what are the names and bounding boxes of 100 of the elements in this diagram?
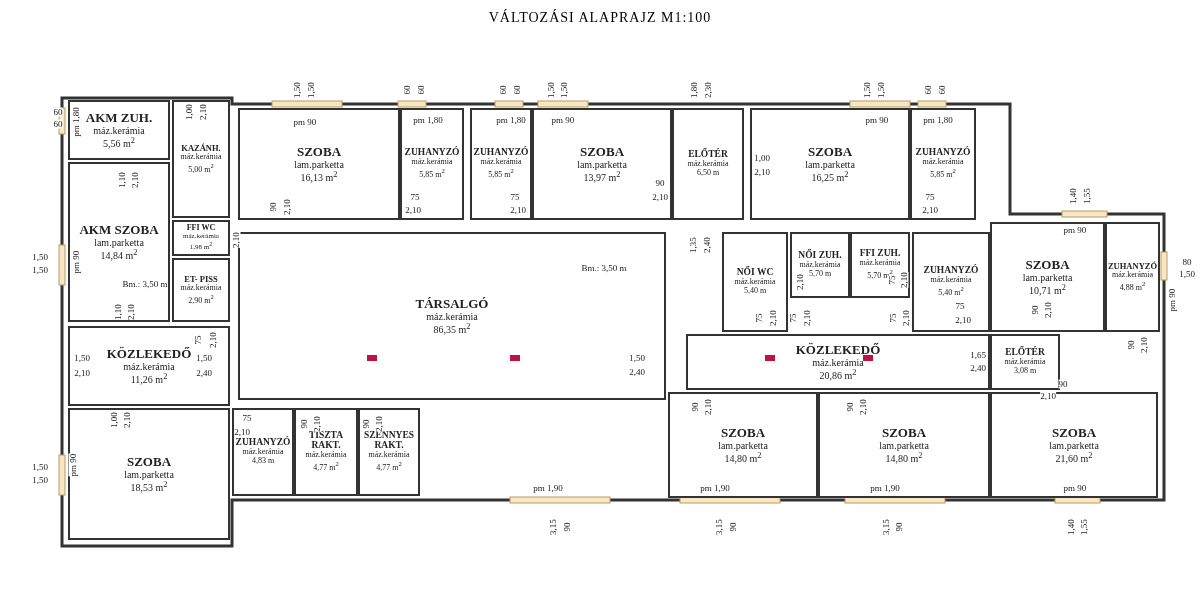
room <box>686 334 990 390</box>
dimension-label: 3,15 <box>714 519 724 535</box>
room <box>672 108 744 220</box>
dimension-label: pm 90 <box>865 115 889 125</box>
dimension-label: 2,10 <box>130 172 140 188</box>
room-area: 13,97 m$^{2}$ <box>583 169 621 183</box>
dimension-label: 75 <box>754 313 764 323</box>
floor-material: máz.kerámia <box>368 451 410 461</box>
room <box>68 162 170 322</box>
room <box>850 232 910 298</box>
room-area: 21,60 m$^{2}$ <box>1055 450 1093 464</box>
floor-material: máz.kerámia <box>305 451 347 461</box>
room-name: FFI ZUH. <box>859 249 901 259</box>
room-name: SZOBA <box>807 145 853 159</box>
room-name: KAZÁNH. <box>181 143 221 153</box>
dimension-label: Bm.: 3,50 m <box>122 279 168 289</box>
dimension-label: 2,10 <box>858 399 868 415</box>
dimension-label: 2,40 <box>702 237 712 253</box>
dimension-label: 1,50 <box>629 353 645 363</box>
floor-material: máz.kerámia <box>922 158 964 168</box>
room-area: 20,86 m$^{2}$ <box>819 367 857 381</box>
dimension-label: 2,10 <box>74 368 90 378</box>
dimension-label: 90 <box>728 522 738 532</box>
dimension-label: 2,10 <box>922 205 938 215</box>
dimension-label: 3,15 <box>881 519 891 535</box>
room-name: SZOBA <box>720 426 766 440</box>
dimension-label: 90 <box>894 522 904 532</box>
room <box>238 108 400 220</box>
room-name: SZENNYES RAKT. <box>362 431 416 451</box>
dimension-label: 75 <box>888 313 898 323</box>
dimension-label: 2,10 <box>231 232 241 248</box>
dimension-label: Bm.: 3,50 m <box>581 263 627 273</box>
dimension-label: 1,50 <box>32 265 48 275</box>
room <box>172 258 230 322</box>
dimension-label: 2,10 <box>208 332 218 348</box>
room-area: 5,85 m$^{2}$ <box>930 167 956 180</box>
dimension-label: pm 90 <box>1063 483 1087 493</box>
dimension-label: pm 1,90 <box>870 483 900 493</box>
dimension-label: 2,10 <box>768 310 778 326</box>
dimension-label: 60 <box>937 85 947 95</box>
room-name: NŐI WC <box>736 268 774 278</box>
room <box>470 108 532 220</box>
room-area: 6,50 m <box>696 169 720 178</box>
room-area: 14,80 m$^{2}$ <box>885 450 923 464</box>
room <box>722 232 788 332</box>
room <box>990 222 1105 332</box>
room-area: 11,26 m$^{2}$ <box>130 371 168 385</box>
dimension-label: 1,50 <box>32 252 48 262</box>
room-area: 4,77 m$^{2}$ <box>376 460 402 473</box>
dimension-label: 90 <box>690 402 700 412</box>
dimension-label: 1,50 <box>292 82 302 98</box>
room-area: 14,80 m$^{2}$ <box>724 450 762 464</box>
dimension-label: 1,10 <box>113 304 123 320</box>
room-name: FFI WC <box>186 224 216 233</box>
dimension-label: 2,10 <box>703 399 713 415</box>
floor-material: máz.kerámia <box>93 124 145 136</box>
room <box>68 326 230 406</box>
floor-material: lam.parketta <box>124 468 174 480</box>
room-area: 4,77 m$^{2}$ <box>313 460 339 473</box>
room-area: 5,85 m$^{2}$ <box>419 167 445 180</box>
floor-material: lam.parketta <box>805 158 855 170</box>
dimension-label: 90 <box>655 178 665 188</box>
room <box>400 108 464 220</box>
room-name: SZOBA <box>579 145 625 159</box>
dimension-label: 2,10 <box>802 310 812 326</box>
room <box>68 100 170 160</box>
floor-material: máz.kerámia <box>180 152 222 162</box>
room-area: 5,40 m <box>743 287 767 296</box>
floor-material: máz.kerámia <box>812 356 864 368</box>
dimension-label: pm 1,80 <box>71 107 81 137</box>
dimension-label: 2,10 <box>1043 302 1053 318</box>
floor-material: máz.kerámia <box>480 158 522 168</box>
dimension-label: 2,10 <box>510 205 526 215</box>
dimension-label: 1,50 <box>559 82 569 98</box>
dimension-label: 1,50 <box>74 353 90 363</box>
room <box>532 108 672 220</box>
floor-material: máz.kerámia <box>930 276 972 286</box>
dimension-label: 2,10 <box>899 272 909 288</box>
floor-material: lam.parketta <box>718 439 768 451</box>
dimension-label: 60 <box>923 85 933 95</box>
room-area: 10,71 m$^{2}$ <box>1029 282 1066 296</box>
room-name: ZUHANYZÓ <box>404 148 460 158</box>
dimension-label: 1,55 <box>1082 188 1092 204</box>
dimension-label: 1,00 <box>109 412 119 428</box>
dimension-label: 2,10 <box>282 199 292 215</box>
room-area: 5,40 m$^{2}$ <box>938 285 964 298</box>
dimension-label: 90 <box>268 202 278 212</box>
dimension-label: 1,00 <box>184 104 194 120</box>
dimension-label: 90 <box>562 522 572 532</box>
dimension-label: pm 1,90 <box>533 483 563 493</box>
dimension-label: 1,40 <box>1066 519 1076 535</box>
dimension-label: 2,10 <box>955 315 971 325</box>
dimension-label: 75 <box>410 192 420 202</box>
room <box>790 232 850 298</box>
room <box>68 408 230 540</box>
dimension-label: 2,10 <box>234 427 250 437</box>
room <box>910 108 976 220</box>
floor-material: lam.parketta <box>94 236 144 248</box>
room-name: AKM SZOBA <box>79 223 159 237</box>
room-name: ZUHANYZÓ <box>473 148 529 158</box>
